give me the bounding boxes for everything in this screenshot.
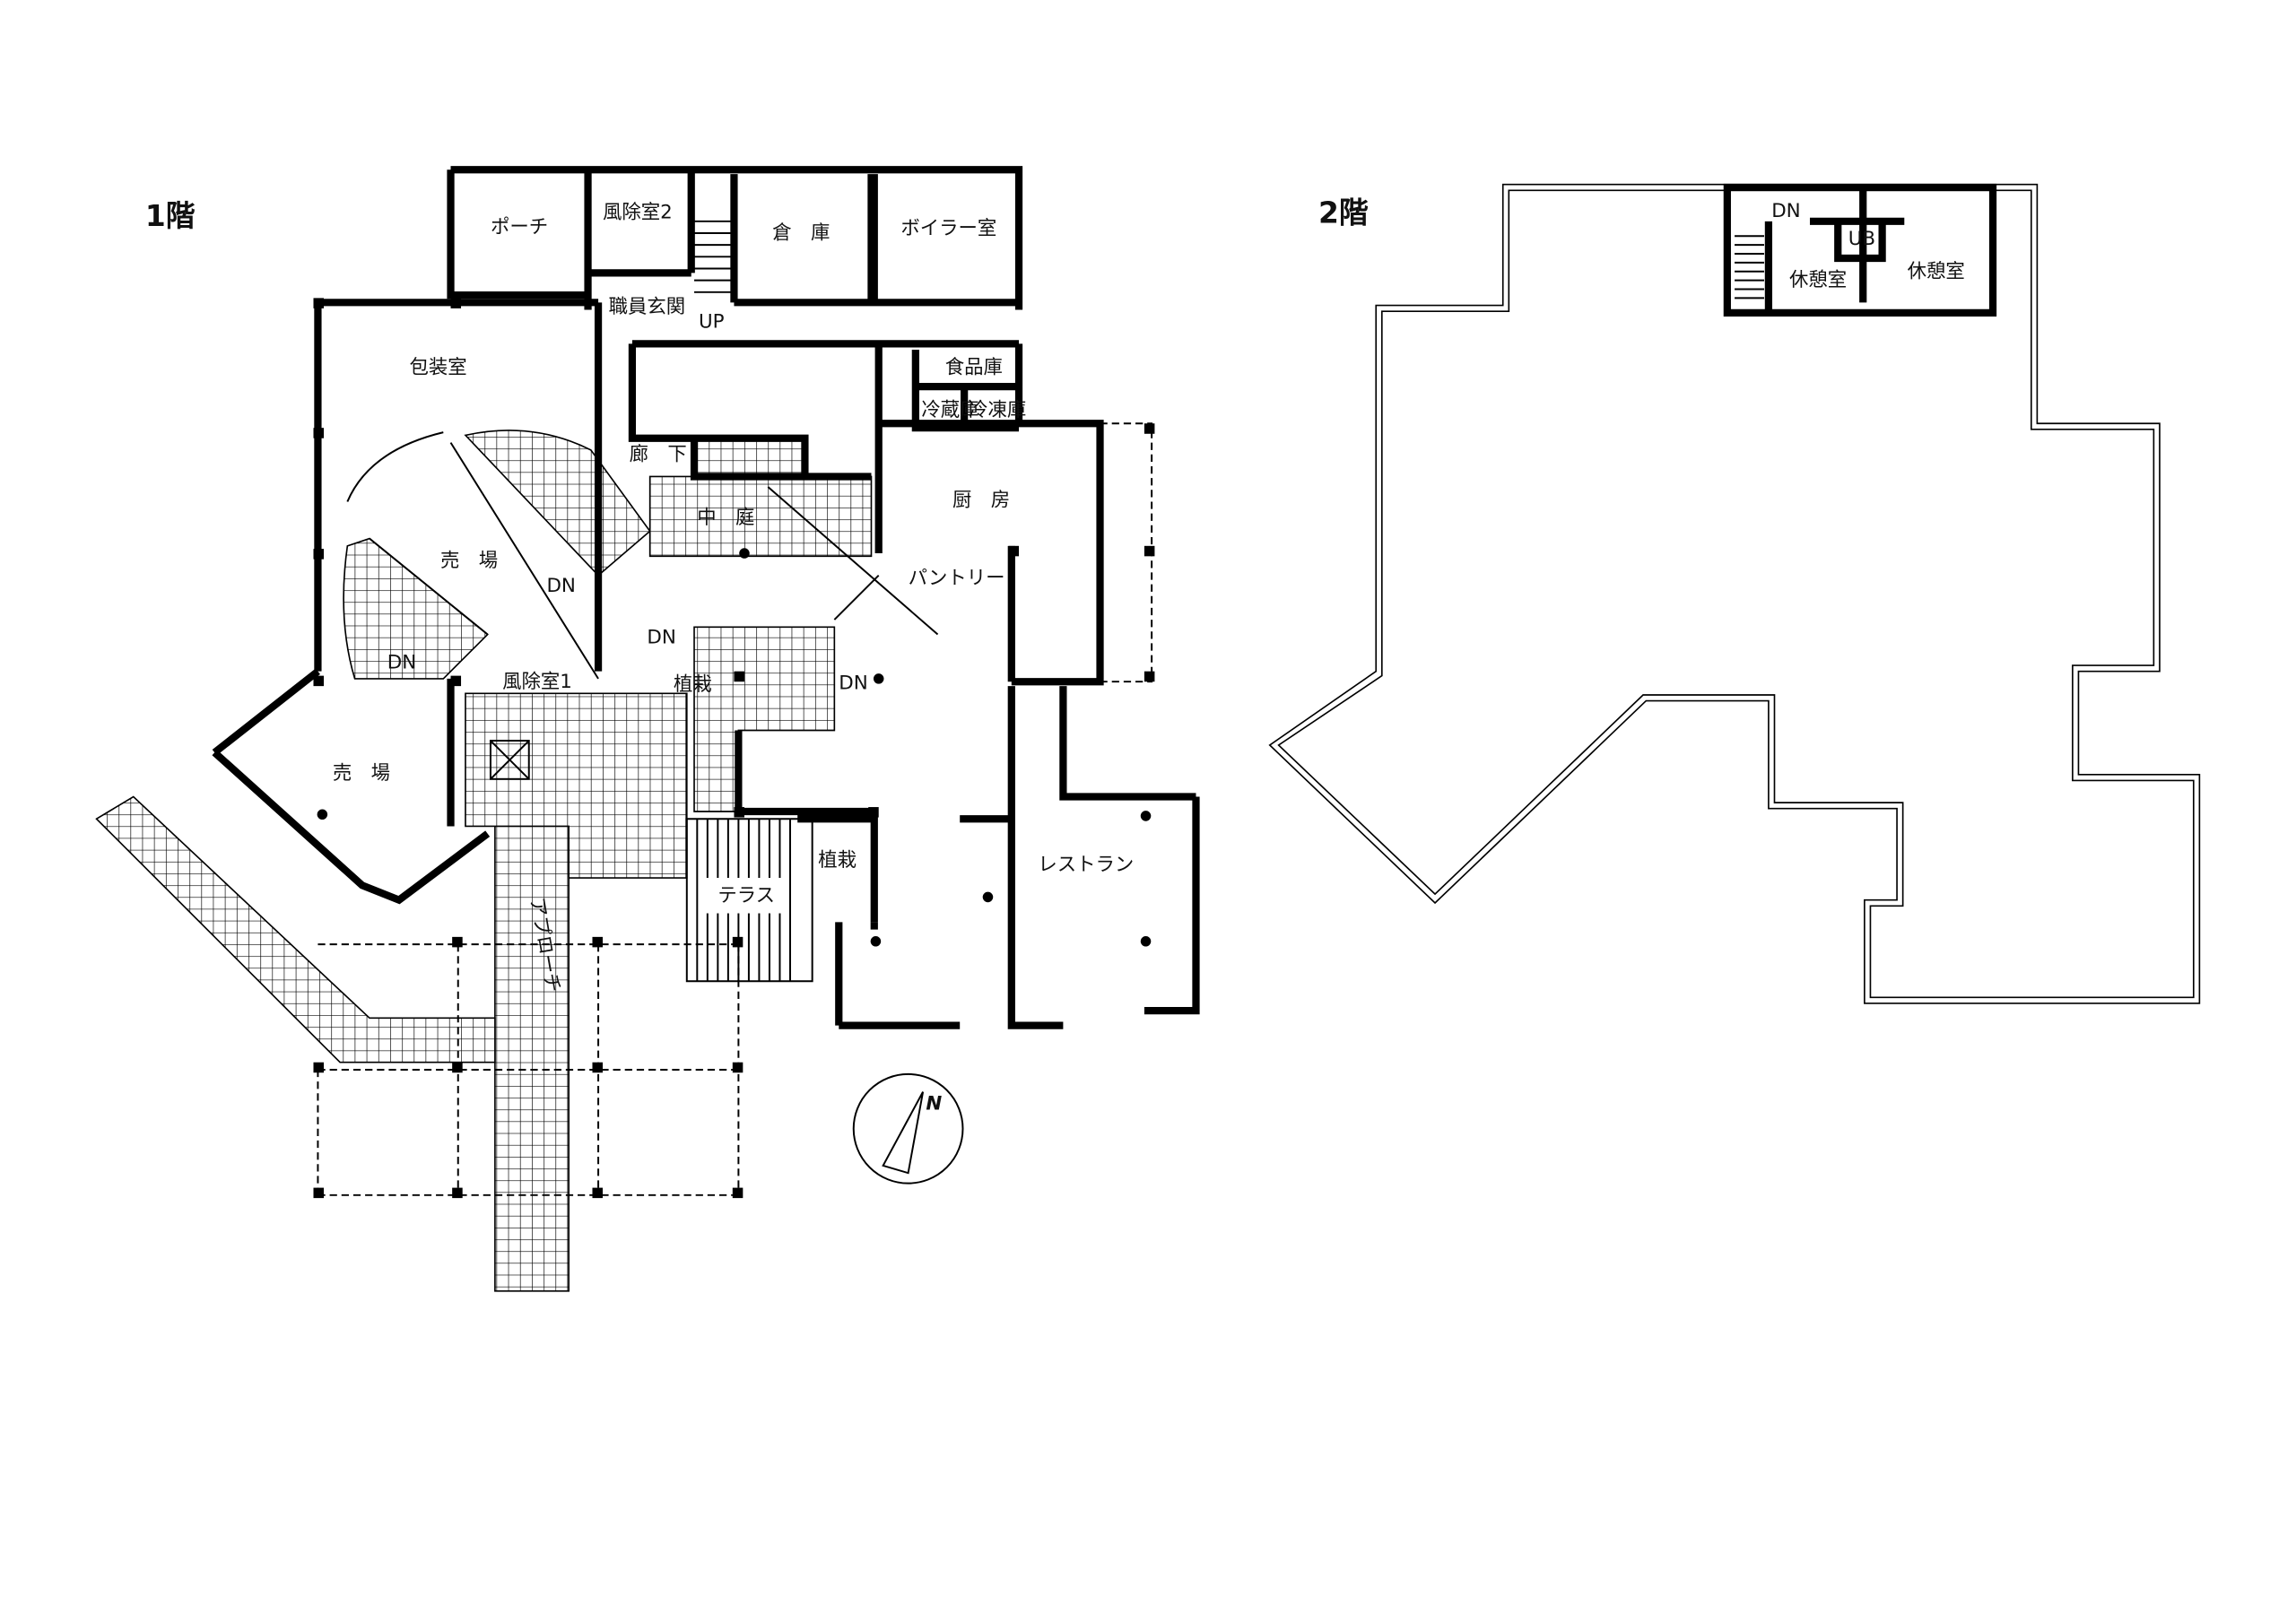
- label-dn-1: DN: [546, 575, 575, 597]
- room-fridge: 冷蔵庫: [921, 399, 978, 421]
- shop-floor-hatch: [343, 537, 489, 680]
- room-planting-1: 植栽: [674, 673, 712, 696]
- shop-1-outline: [346, 431, 599, 680]
- floor-1-title: 1階: [145, 198, 196, 233]
- lower-lobby-walls: [835, 815, 1012, 1029]
- label-dn-4: DN: [839, 672, 867, 694]
- roof-outline-inner: [1277, 189, 2195, 999]
- room-vestibule-1: 風除室1: [502, 671, 572, 693]
- upper-stairs: [1735, 235, 1764, 299]
- restaurant-walls: [1007, 686, 1200, 1029]
- corridor-hatch: [693, 437, 806, 478]
- north-compass: N: [852, 1072, 964, 1185]
- diagonal-walkway: [95, 795, 496, 1063]
- room-vestibule-2: 風除室2: [603, 202, 673, 224]
- top-block-walls: [447, 166, 1023, 310]
- floor-2-title: 2階: [1318, 195, 1369, 230]
- stair-top: [694, 220, 735, 293]
- room-ub: UB: [1848, 228, 1875, 250]
- north-label: N: [926, 1092, 942, 1115]
- kitchen-colonnade: [1100, 422, 1153, 683]
- label-dn-3: DN: [647, 626, 675, 648]
- room-shop-1: 売 場: [440, 550, 498, 572]
- kitchen-walls: [878, 420, 1104, 686]
- room-porch: ポーチ: [491, 216, 548, 239]
- room-packing: 包装室: [409, 356, 466, 378]
- label-dn-2f: DN: [1771, 200, 1800, 222]
- label-dn-2: DN: [387, 651, 416, 673]
- room-pantry: パントリー: [909, 568, 1005, 590]
- room-shop-2: 売 場: [333, 762, 390, 785]
- room-boiler: ボイラー室: [900, 218, 996, 240]
- elevator-cross: [490, 740, 530, 780]
- room-rest-2: 休憩室: [1908, 260, 1965, 282]
- room-staff-entrance: 職員玄関: [609, 296, 686, 318]
- room-rest-1: 休憩室: [1789, 269, 1847, 291]
- floor-2-plan: 2階 DN UB 休憩室 休憩室: [1268, 183, 2201, 1004]
- elevator: [489, 740, 530, 780]
- entrance-hatch: [693, 626, 836, 812]
- upper-room-walls: [1723, 183, 1997, 317]
- room-freezer: 冷凍庫: [969, 399, 1026, 421]
- roof-outline: [1268, 183, 2201, 1004]
- shop-2-walls: [212, 668, 491, 905]
- room-planting-2: 植栽: [818, 849, 857, 872]
- room-corridor: 廊 下: [630, 443, 687, 465]
- columns: [313, 298, 1155, 1199]
- room-restaurant: レストラン: [1038, 854, 1134, 876]
- floor-1-plan: 1階 ポーチ 風除室2 倉 庫 ボイラー室 職員玄関 UP 包装室 食品庫 冷蔵…: [95, 166, 1200, 1292]
- room-terrace: テラス: [718, 884, 775, 907]
- room-storage: 倉 庫: [772, 222, 830, 245]
- courtyard-hatch: [648, 475, 873, 558]
- room-courtyard: 中 庭: [697, 507, 754, 529]
- service-walls: [628, 340, 1023, 554]
- pantry-diagonal: [767, 486, 939, 636]
- label-up: UP: [699, 310, 725, 333]
- curved-hatch: [464, 430, 651, 577]
- lobby-hatch: [465, 692, 688, 879]
- room-kitchen: 厨 房: [952, 489, 1010, 511]
- room-food-storage: 食品庫: [945, 356, 1003, 378]
